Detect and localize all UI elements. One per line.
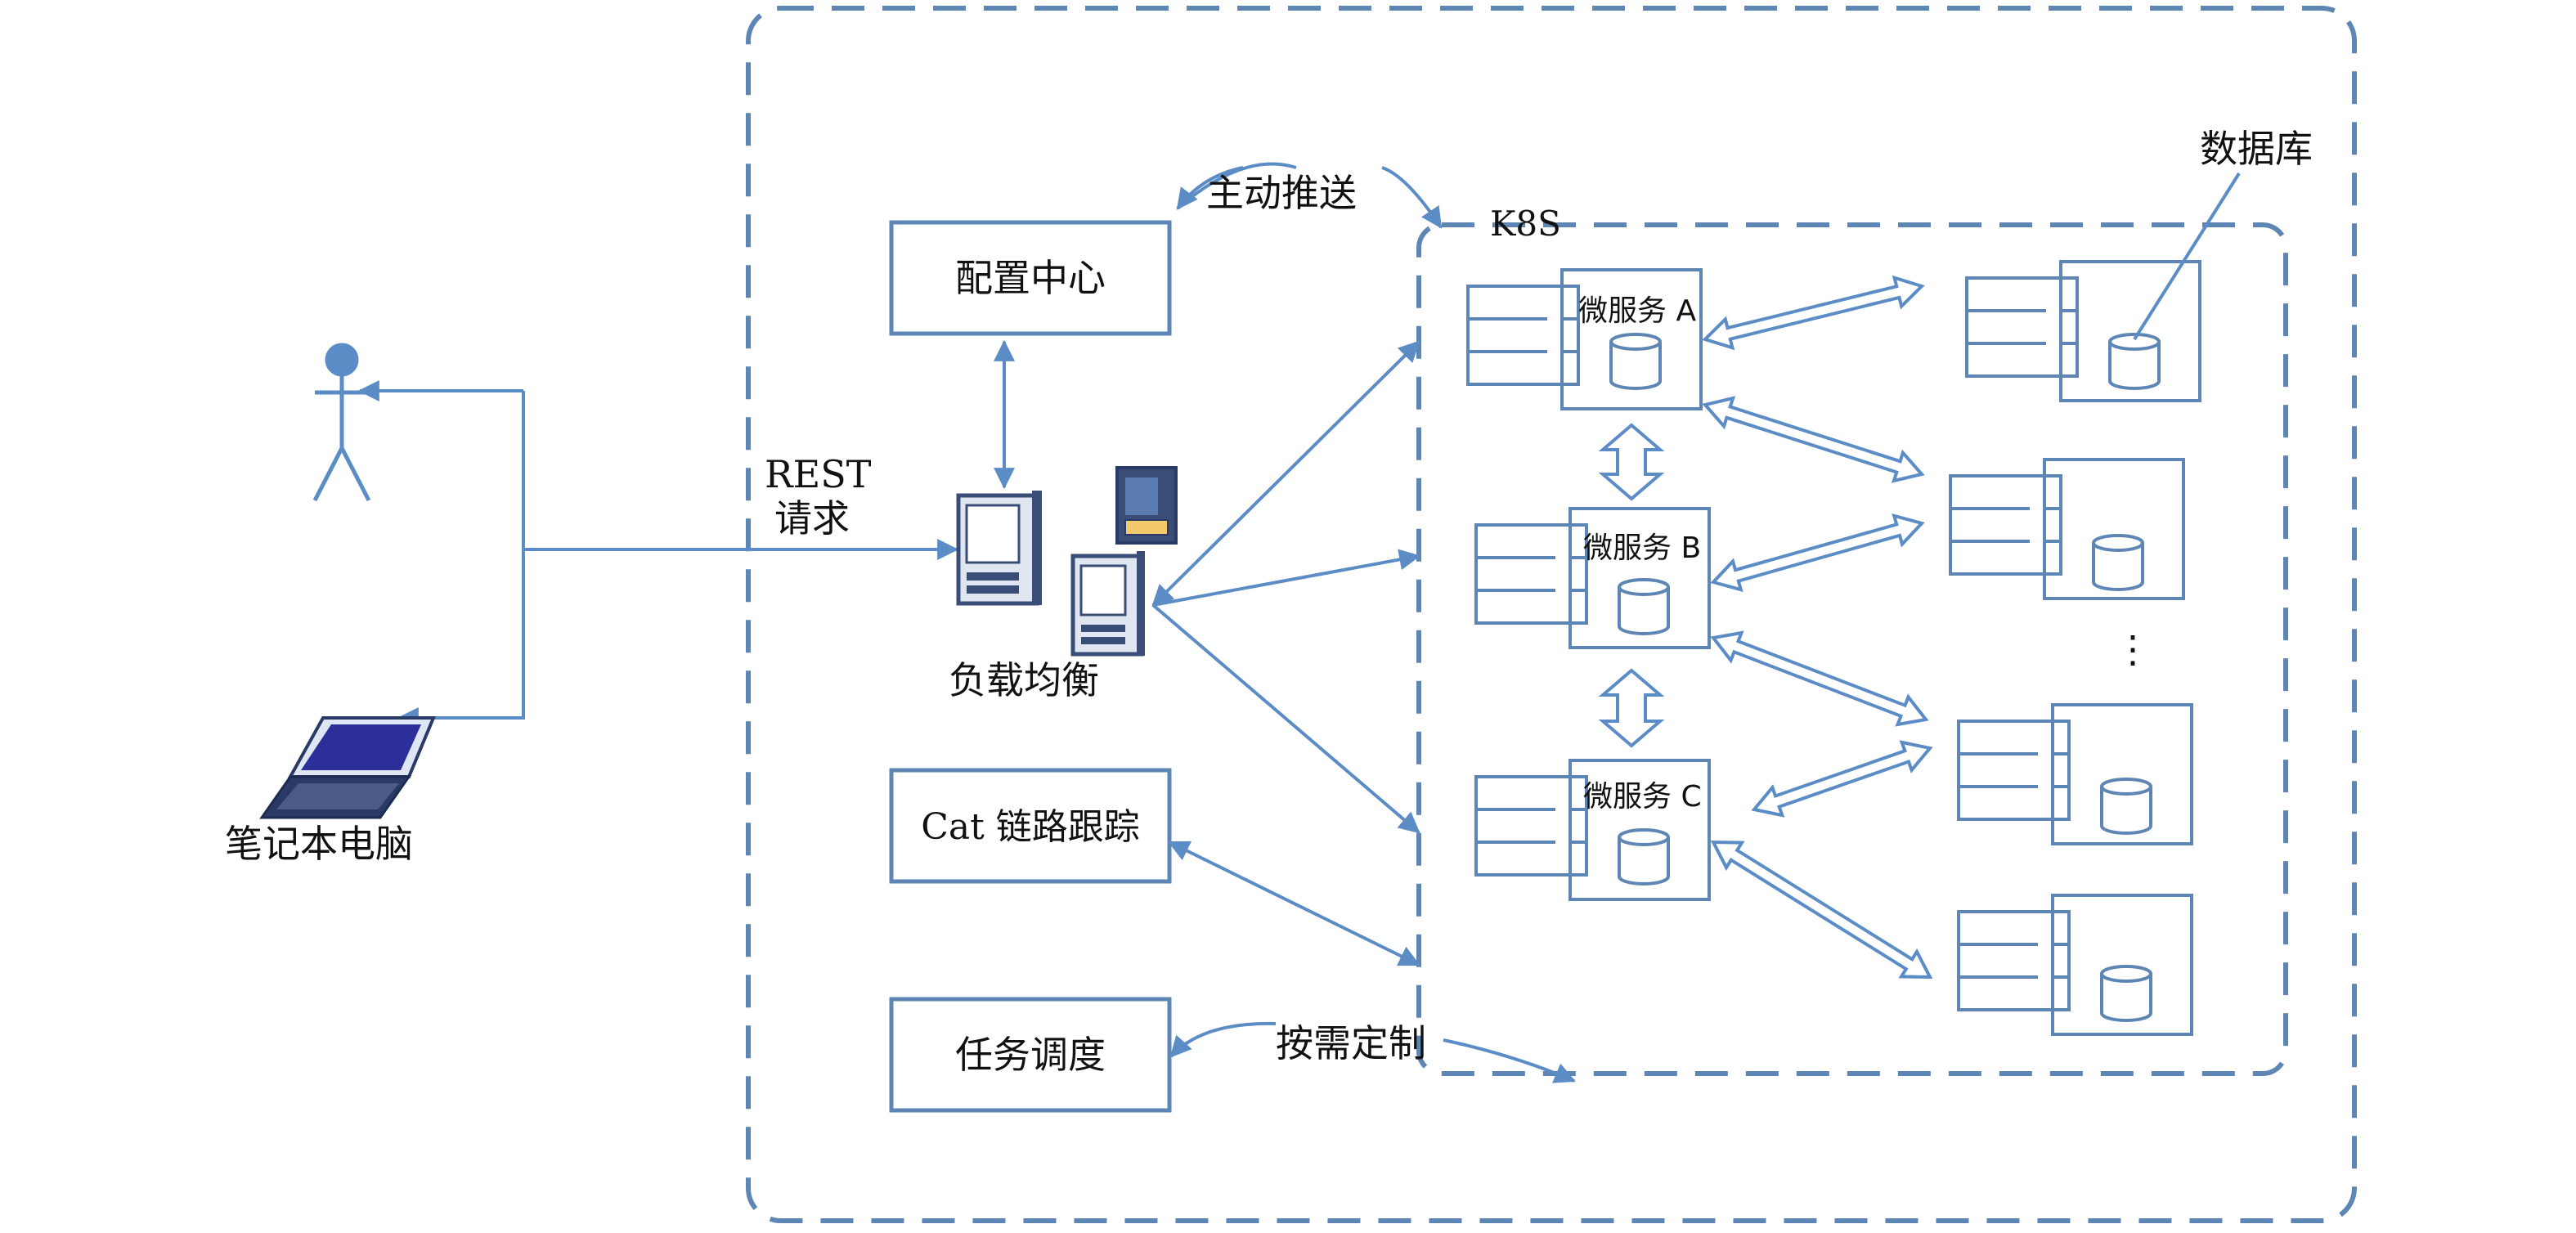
load-balancer-server-icon: [956, 466, 1178, 657]
k8s-boundary: [1416, 222, 2288, 1076]
lb-fanout-arrows: [1151, 340, 1421, 834]
ms-db-link-arrow: [1710, 840, 1933, 980]
ms-db-link-arrow: [1702, 396, 1925, 483]
ms-db-link-arrow: [1710, 513, 1925, 593]
load-balancer-label: 负载均衡: [949, 658, 1099, 702]
config-center-box: [889, 220, 1172, 336]
ms-db-link-arrow: [1751, 740, 1933, 818]
on-demand-label: 按需定制: [1276, 1021, 1426, 1065]
db-component-4: [1957, 894, 2193, 1036]
db-component-1: [1965, 260, 2201, 402]
db-component-2: [1949, 458, 2185, 600]
task-scheduling-label: 任务调度: [955, 1033, 1106, 1077]
k8s-label: K8S: [1490, 204, 1561, 244]
microservice-a: [1466, 268, 1703, 410]
ms-db-links: [1702, 275, 1933, 980]
cat-k8s-arrow: [1168, 841, 1420, 966]
ms-db-link-arrow: [1710, 630, 1929, 727]
config-center-label: 配置中心: [955, 256, 1106, 300]
microservice-c-label: 微服务 C: [1583, 780, 1702, 814]
microservice-b-label: 微服务 B: [1583, 531, 1701, 565]
ms-vertical-links: [1598, 423, 1665, 748]
push-arrow-start: [1176, 166, 1244, 210]
db-component-3: [1957, 703, 2193, 845]
microservice-a-label: 微服务 A: [1578, 294, 1696, 328]
ellipsis-label: ⋮: [2114, 627, 2152, 671]
push-label: 主动推送: [1206, 171, 1357, 215]
cat-tracing-box: [889, 768, 1172, 884]
database-leader-line: [2133, 172, 2241, 341]
laptop-icon: [259, 716, 436, 819]
user-icon: [312, 343, 371, 502]
microservice-b: [1474, 507, 1711, 649]
on-demand-arrow-left: [1169, 1021, 1277, 1058]
rest-label-line1: REST: [765, 452, 872, 496]
outer-system-boundary: [746, 6, 2357, 1223]
rest-label-line2: 请求: [774, 496, 850, 540]
task-scheduling-box: [889, 997, 1172, 1113]
client-connectors: [357, 380, 959, 729]
on-demand-arrow-right: [1443, 1038, 1576, 1083]
database-label: 数据库: [2200, 127, 2313, 171]
cat-tracing-label: Cat 链路跟踪: [921, 806, 1140, 848]
ms-db-link-arrow: [1702, 275, 1925, 351]
laptop-label: 笔记本电脑: [225, 822, 413, 866]
